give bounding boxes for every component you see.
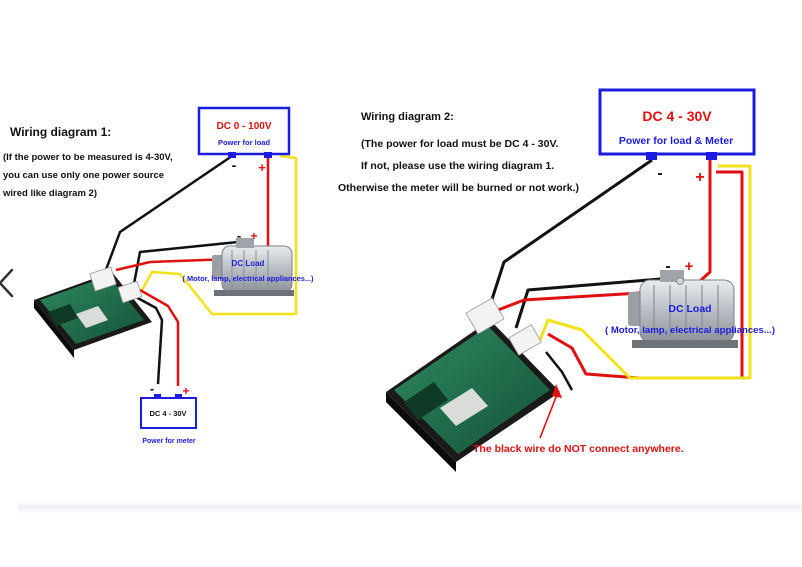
diagram1-supply-top-voltage: DC 0 - 100V [216,121,271,132]
diagram2-note-line3: Otherwise the meter will be burned or no… [338,182,579,194]
diagram2-supply-minus-terminal [646,152,657,160]
diagram1-supply-top-minus-terminal [228,152,236,158]
diagram2-black-wire-load [514,276,673,329]
diagram1-load-plus-sign: + [250,229,257,243]
diagram1-black-wire-meter [133,294,164,385]
diagram1-supply-meter-voltage: DC 4 - 30V [149,409,186,418]
bottom-divider [18,500,802,514]
diagram1-load-label: DC Load [232,259,265,268]
diagram1-note-line1: (If the power to be measured is 4-30V, [3,152,173,163]
diagram2-black-wire-unconnected [545,351,574,391]
diagram1-supply-top-plus-terminal [264,152,272,158]
diagram1-title: Wiring diagram 1: [10,125,111,139]
diagram1-load-caption: ( Motor, lamp, electrical appliances...) [182,274,314,283]
diagram2-note-line2: If not, please use the wiring diagram 1. [361,160,554,172]
diagram1-supply-meter-minus-sign: - [150,381,154,396]
diagram2-wires [484,158,752,391]
diagram1-supply-top-box [197,106,291,156]
diagram2-meter-icon [386,297,560,472]
diagram1-note-line2: you can use only one power source [3,170,164,181]
diagram1-supply-meter-box [140,397,197,429]
diagram2-title: Wiring diagram 2: [361,111,454,123]
chevron-left-icon [0,268,14,298]
diagram2-supply-plus-sign: + [695,169,704,186]
diagram1-supply-top-plus-sign: + [258,160,266,175]
diagram1-supply-top-minus-sign: - [232,157,237,173]
diagram2-supply-box [598,88,756,156]
diagram2-supply-minus-sign: - [657,165,662,182]
diagram1-motor-icon [212,238,294,296]
diagram1-black-wire-load [132,240,239,285]
diagram2-yellow-wire [538,164,752,380]
diagram2-note-line1: (The power for load must be DC 4 - 30V. [361,138,558,150]
diagram2-load-label: DC Load [668,303,711,315]
diagram1-supply-meter-minus-terminal [154,394,161,399]
diagram2-warning: The black wire do NOT connect anywhere. [473,443,684,455]
warning-arrow-head [552,384,562,398]
diagram2-load-plus-sign: + [685,258,694,275]
diagram1-supply-top-caption: Power for load [218,138,271,147]
diagram2-motor-icon [628,270,738,348]
diagram-2: Wiring diagram 2: (The power for load mu… [338,88,775,472]
diagram2-supply-voltage: DC 4 - 30V [642,108,712,124]
diagram1-black-wire-supply [102,154,233,276]
diagram1-supply-meter-caption: Power for meter [142,438,196,445]
diagram1-load-minus-sign: - [237,228,241,243]
diagram2-supply-plus-terminal [706,152,717,160]
diagram1-red-wire-meter [139,288,180,386]
warning-arrow [539,391,559,439]
diagram1-supply-meter-plus-terminal [175,394,182,399]
diagram1-yellow-wire-load [140,154,298,316]
diagram2-load-minus-sign: - [665,258,670,275]
diagram1-note-line3: wired like diagram 2) [2,188,97,199]
diagram-1: Wiring diagram 1: (If the power to be me… [2,106,314,445]
diagram2-supply-caption: Power for load & Meter [619,135,733,147]
previous-image-button[interactable] [0,266,18,300]
diagram1-supply-meter-plus-sign: + [182,384,189,398]
diagram1-meter-icon [34,266,152,358]
diagram2-load-caption: ( Motor, lamp, electrical appliances...) [605,325,775,336]
